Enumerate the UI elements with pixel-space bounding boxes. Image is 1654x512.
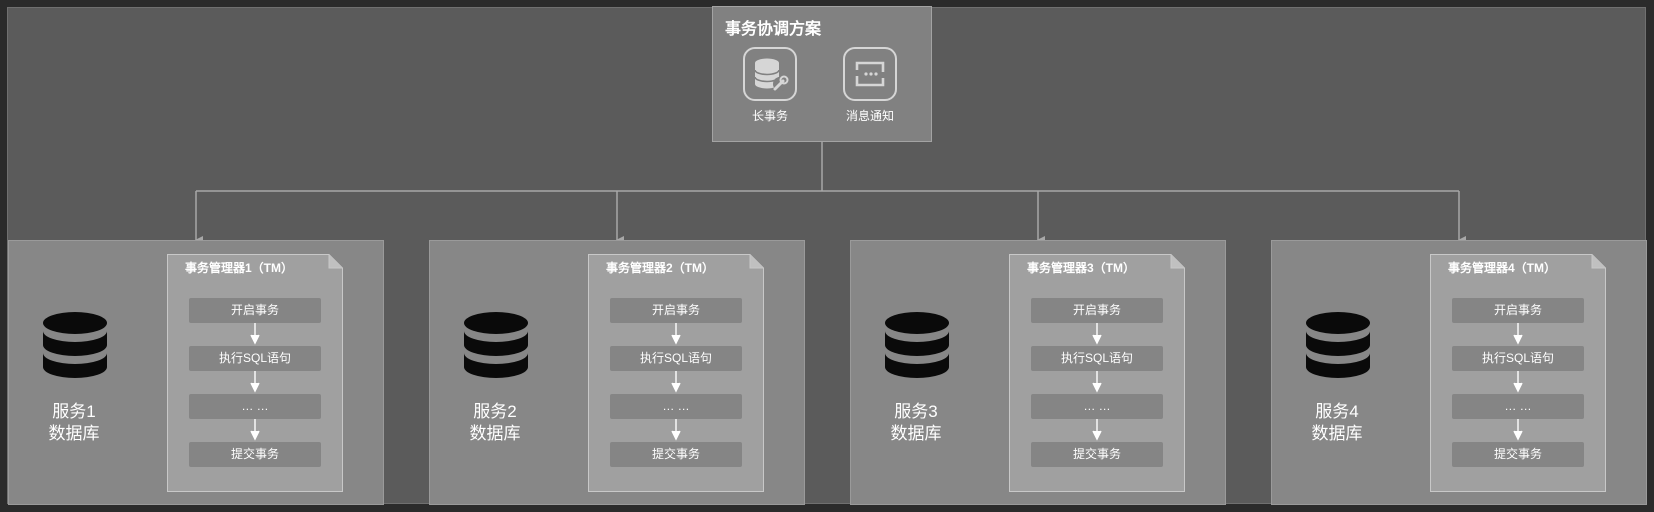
database-icon — [43, 312, 107, 378]
transaction-manager: 事务管理器3（TM） 开启事务 执行SQL语句 … … 提交事务 — [1009, 254, 1185, 492]
database-name: 数据库 — [1311, 424, 1363, 443]
database-icon — [464, 312, 528, 378]
step-begin-transaction: 开启事务 — [1452, 298, 1584, 323]
service-panel-3: 服务3 数据库 事务管理器3（TM） 开启事务 执行SQL语句 … … 提交事务 — [850, 240, 1226, 505]
step-commit-transaction: 提交事务 — [610, 442, 742, 467]
service-name: 服务4 — [1315, 402, 1359, 421]
tm-title: 事务管理器3（TM） — [1027, 261, 1136, 275]
step-ellipsis: … … — [189, 394, 321, 419]
transaction-manager: 事务管理器2（TM） 开启事务 执行SQL语句 … … 提交事务 — [588, 254, 764, 492]
service-panel-2: 服务2 数据库 事务管理器2（TM） 开启事务 执行SQL语句 … … 提交事务 — [429, 240, 805, 505]
step-commit-transaction: 提交事务 — [1452, 442, 1584, 467]
option-label: 消息通知 — [845, 109, 894, 123]
tm-title: 事务管理器1（TM） — [185, 261, 294, 275]
step-arrows — [671, 323, 681, 441]
step-ellipsis: … … — [1452, 394, 1584, 419]
step-arrows — [1092, 323, 1102, 441]
service-db-label: 服务4 数据库 — [1282, 401, 1392, 445]
service-db-label: 服务3 数据库 — [861, 401, 971, 445]
service-name: 服务3 — [894, 402, 938, 421]
step-begin-transaction: 开启事务 — [1031, 298, 1163, 323]
step-begin-transaction: 开启事务 — [189, 298, 321, 323]
option-label: 长事务 — [751, 109, 788, 123]
step-execute-sql: 执行SQL语句 — [1031, 346, 1163, 371]
option-message-notify: 消息通知 — [830, 47, 910, 124]
database-name: 数据库 — [48, 424, 100, 443]
step-begin-transaction: 开启事务 — [610, 298, 742, 323]
coordination-scheme-box: 事务协调方案 长事务 消息通知 — [712, 6, 932, 142]
service-name: 服务2 — [473, 402, 517, 421]
transaction-manager: 事务管理器1（TM） 开启事务 执行SQL语句 … … 提交事务 — [167, 254, 343, 492]
database-name: 数据库 — [469, 424, 521, 443]
step-ellipsis: … … — [610, 394, 742, 419]
service-panel-4: 服务4 数据库 事务管理器4（TM） 开启事务 执行SQL语句 … … 提交事务 — [1271, 240, 1647, 505]
service-db-label: 服务1 数据库 — [19, 401, 129, 445]
step-commit-transaction: 提交事务 — [189, 442, 321, 467]
step-ellipsis: … … — [1031, 394, 1163, 419]
option-long-transaction: 长事务 — [730, 47, 810, 124]
step-execute-sql: 执行SQL语句 — [189, 346, 321, 371]
step-arrows — [1513, 323, 1523, 441]
database-wrench-icon — [743, 47, 797, 101]
step-execute-sql: 执行SQL语句 — [610, 346, 742, 371]
step-execute-sql: 执行SQL语句 — [1452, 346, 1584, 371]
tm-title: 事务管理器2（TM） — [606, 261, 715, 275]
transaction-manager: 事务管理器4（TM） 开启事务 执行SQL语句 … … 提交事务 — [1430, 254, 1606, 492]
database-icon — [1306, 312, 1370, 378]
message-icon — [843, 47, 897, 101]
service-name: 服务1 — [52, 402, 96, 421]
service-db-label: 服务2 数据库 — [440, 401, 550, 445]
database-name: 数据库 — [890, 424, 942, 443]
step-commit-transaction: 提交事务 — [1031, 442, 1163, 467]
service-panel-1: 服务1 数据库 事务管理器1（TM） 开启事务 执行SQL语句 … … 提交事务 — [8, 240, 384, 505]
step-arrows — [250, 323, 260, 441]
coordination-title: 事务协调方案 — [725, 21, 822, 38]
tm-title: 事务管理器4（TM） — [1448, 261, 1557, 275]
database-icon — [885, 312, 949, 378]
